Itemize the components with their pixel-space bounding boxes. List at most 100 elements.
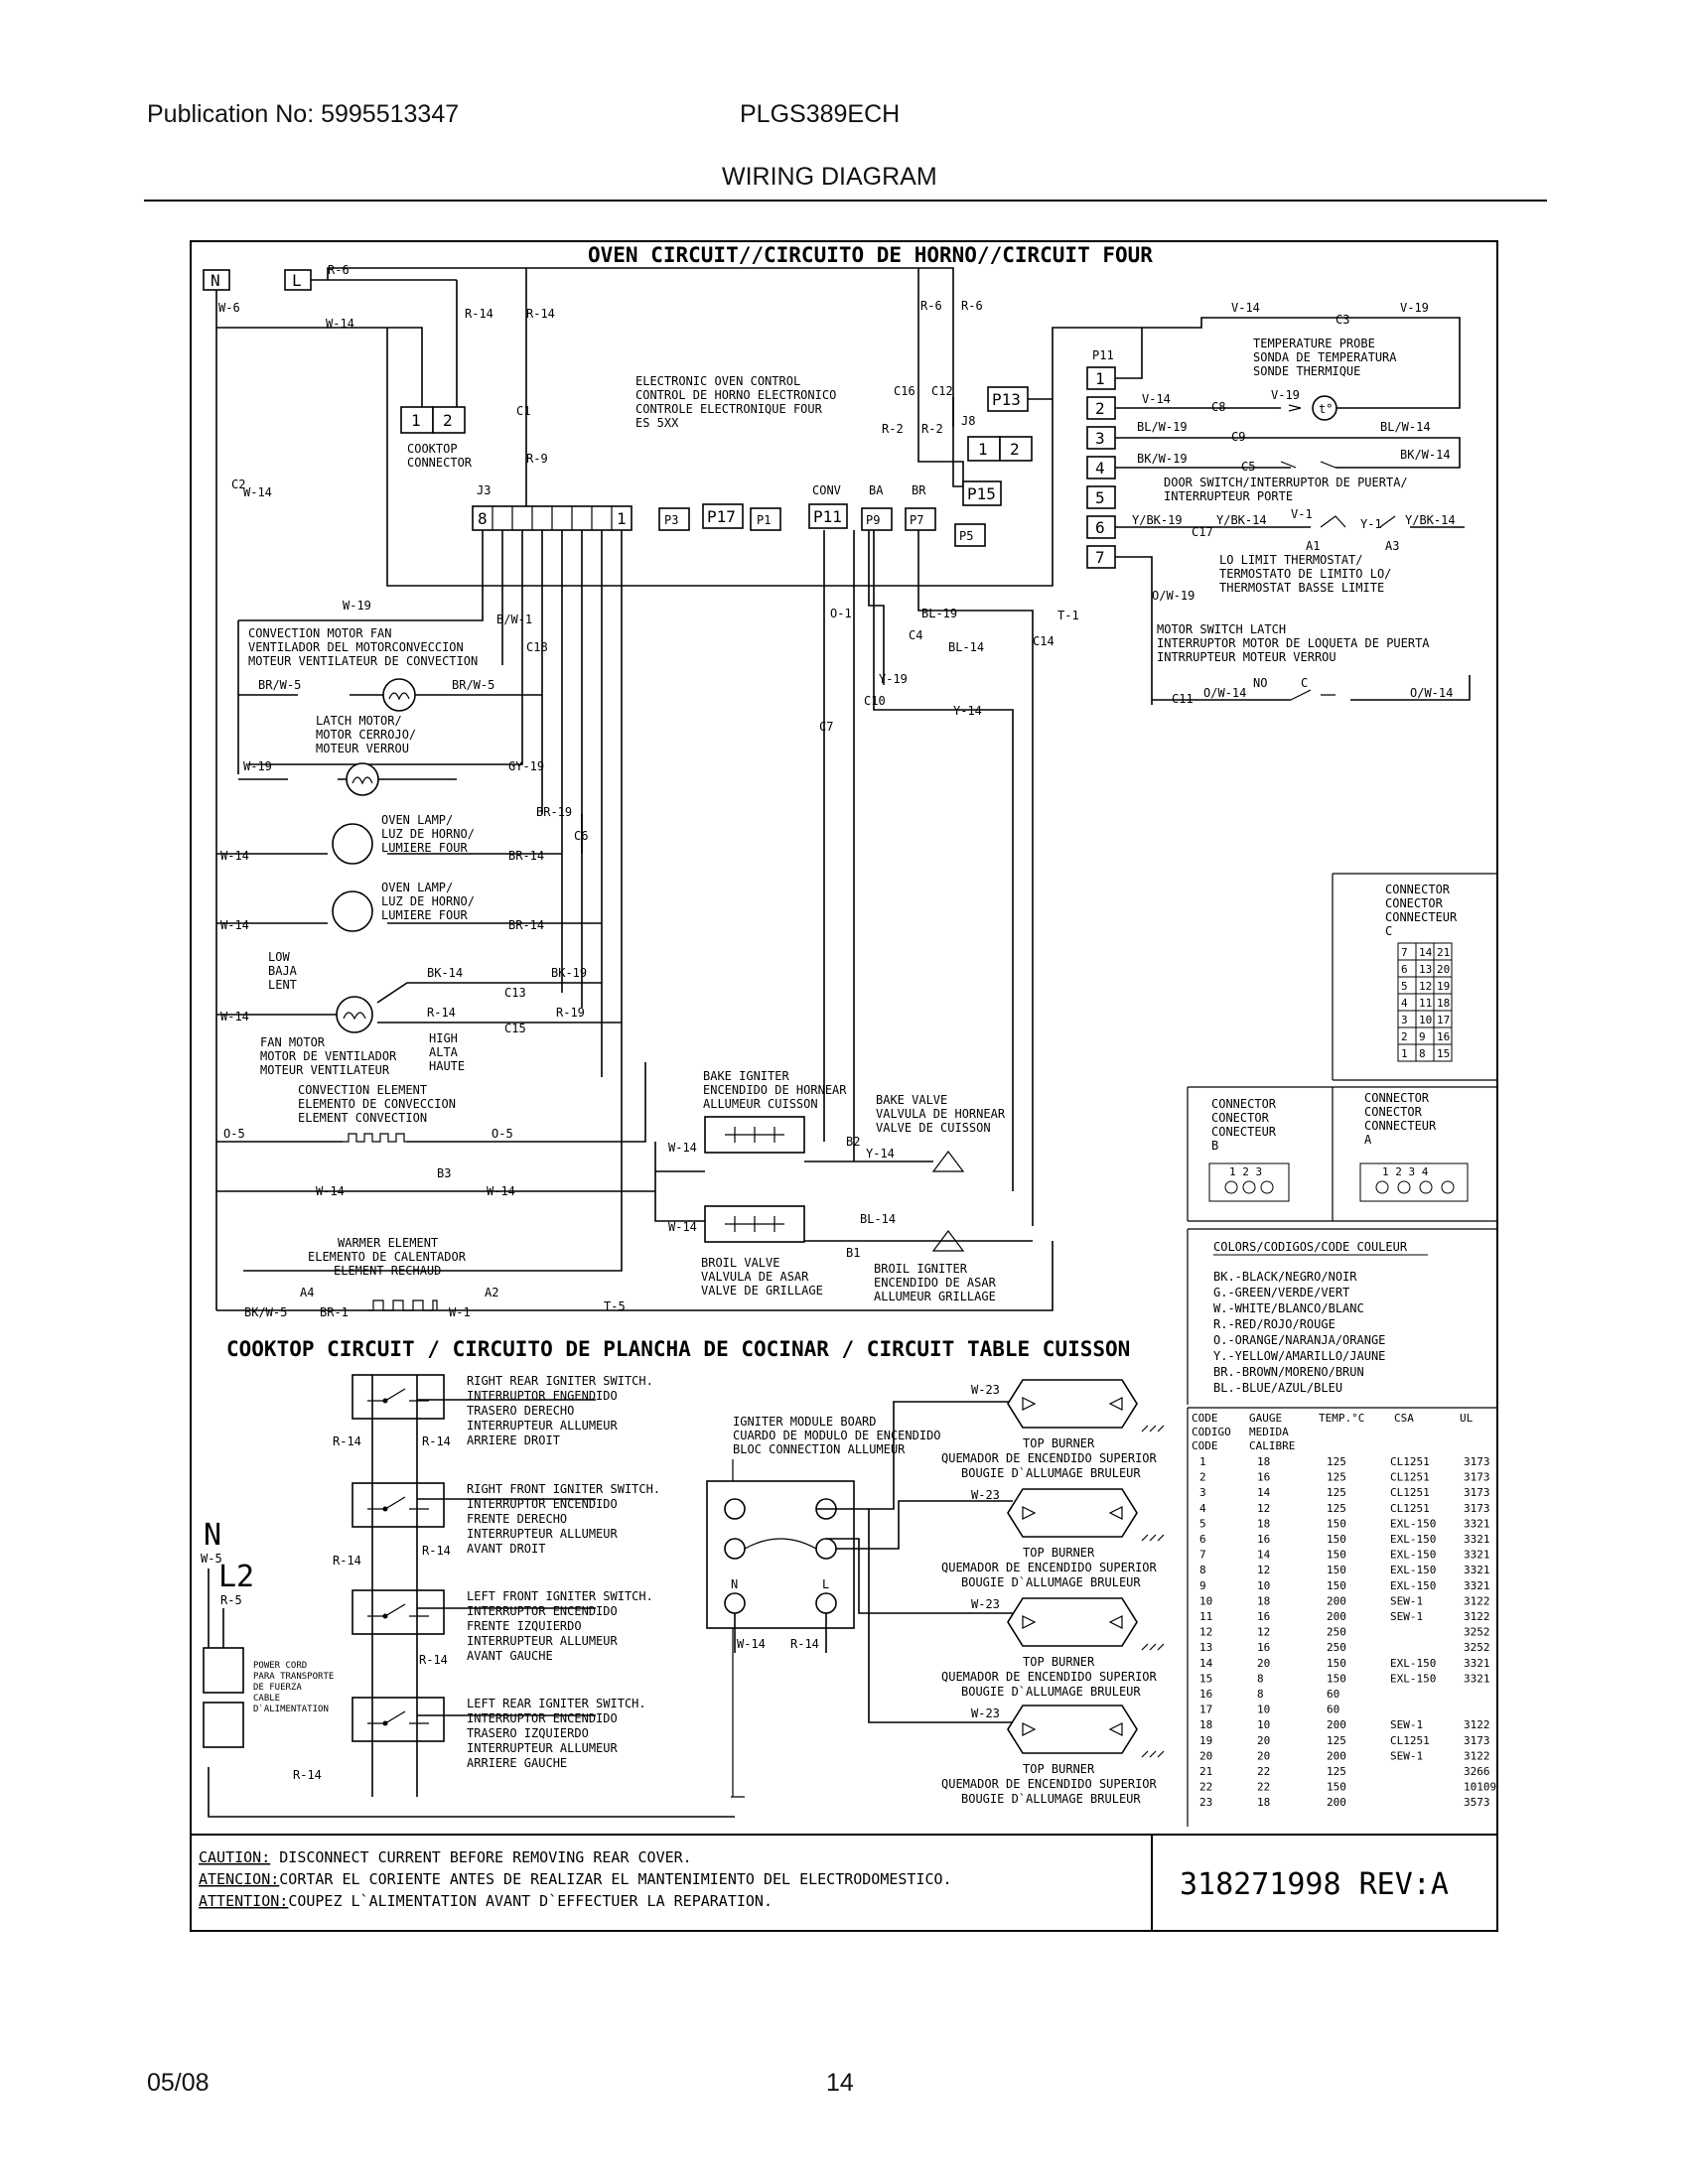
gauge-cell: 21 — [1199, 1765, 1212, 1778]
latch-motor-coil-glyph — [352, 776, 373, 785]
gauge-cell: 10 — [1257, 1704, 1270, 1716]
terminal-l-label: L — [292, 271, 302, 290]
module-l-label: L — [822, 1577, 829, 1591]
igniter-switch-label: INTERRUPTEUR ALLUMEUR — [467, 1527, 618, 1541]
gauge-cell: SEW-1 — [1390, 1718, 1423, 1731]
wire-label-c9: C9 — [1231, 430, 1245, 444]
plug-p11-label: P11 — [813, 507, 842, 526]
plug-p1 — [750, 507, 781, 531]
wire-label-o1: O-1 — [830, 607, 852, 620]
caution-line-3-text: COUPEZ L`ALIMENTATION AVANT D`EFFECTUER … — [288, 1892, 773, 1910]
wire-label-ybk14-a: Y/BK-14 — [1216, 513, 1267, 527]
gauge-cell: 200 — [1327, 1796, 1346, 1809]
line-bus-wires — [311, 267, 968, 516]
wire-label-c: C — [1301, 676, 1308, 690]
plug-p15 — [962, 480, 1002, 506]
gauge-cell: 12 — [1257, 1626, 1270, 1639]
wire-label-c3: C3 — [1336, 313, 1349, 327]
plug-p3 — [658, 507, 690, 531]
wire-label-c1: C1 — [516, 404, 530, 418]
eoc-label-3: CONTROLE ELECTRONIQUE FOUR — [635, 402, 823, 416]
ba-label: BA — [869, 483, 884, 497]
br-label: BR — [912, 483, 926, 497]
publication-number: Publication No: 5995513347 — [147, 100, 459, 128]
cooktop-connector-pin2 — [432, 406, 466, 434]
connector-a-pin-labels: 1 2 3 4 — [1382, 1165, 1429, 1178]
gauge-header-csa: CSA — [1394, 1412, 1414, 1425]
wire-label-w19-b: W-19 — [243, 759, 272, 773]
model-number: PLGS389ECH — [740, 100, 900, 128]
broil-valve-label-2: VALVULA DE ASAR — [701, 1270, 809, 1284]
lo-limit-label-2: TERMOSTATO DE LIMITO LO/ — [1219, 567, 1391, 581]
oven-lamp-2-label-3: LUMIERE FOUR — [381, 908, 468, 922]
connector-a-pin3 — [1419, 1180, 1433, 1194]
plug-p9-label: P9 — [866, 513, 880, 527]
burner-electrode-icon — [1022, 1722, 1123, 1736]
gauge-cell: 3266 — [1464, 1765, 1490, 1778]
gauge-cell: 125 — [1327, 1734, 1346, 1747]
bake-valve-label-1: BAKE VALVE — [876, 1093, 947, 1107]
conv-element-label-1: CONVECTION ELEMENT — [298, 1083, 427, 1097]
wire-label-w14-lamp1: W-14 — [220, 849, 249, 863]
module-terminal-l — [815, 1592, 837, 1614]
power-cord-label: CABLE — [253, 1694, 280, 1704]
connector-a-pin2 — [1397, 1180, 1411, 1194]
gauge-cell: 3122 — [1464, 1594, 1490, 1607]
conv-element-label-3: ELEMENT CONVECTION — [298, 1111, 427, 1125]
wire-label-o5-b: O-5 — [492, 1127, 513, 1141]
gauge-cell: 250 — [1327, 1641, 1346, 1654]
gauge-cell: 20 — [1257, 1657, 1270, 1670]
eoc-label-2: CONTROL DE HORNO ELECTRONICO — [635, 388, 836, 402]
wire-label-y14-bake: Y-14 — [866, 1147, 895, 1160]
caution-line-1-lead: CAUTION: — [199, 1848, 270, 1866]
wire-label-r6-c: R-6 — [961, 299, 983, 313]
switch-pivot-icon — [382, 1398, 388, 1404]
color-code-item: O.-ORANGE/NARANJA/ORANGE — [1213, 1333, 1385, 1347]
fan-motor-icon — [336, 996, 373, 1033]
wire-label-c17: C17 — [1192, 525, 1213, 539]
connector-c-pin: 8 — [1419, 1047, 1426, 1060]
gauge-cell: 22 — [1257, 1781, 1270, 1794]
broil-igniter-label-3: ALLUMEUR GRILLAGE — [874, 1290, 996, 1303]
igniter-module-label-2: CUARDO DE MODULO DE ENCENDIDO — [733, 1429, 941, 1442]
gauge-cell: SEW-1 — [1390, 1749, 1423, 1762]
wire-label-w1: W-1 — [449, 1305, 471, 1319]
p11-connector — [1086, 366, 1116, 569]
cooktop-circuit: COOKTOP CIRCUIT / CIRCUITO DE PLANCHA DE… — [201, 1337, 1165, 1818]
gauge-cell: 150 — [1327, 1549, 1346, 1562]
wire-label-ow14-b: O/W-14 — [1410, 686, 1453, 700]
igniter-switch-label: LEFT FRONT IGNITER SWITCH. — [467, 1589, 653, 1603]
gauge-cell: 6 — [1199, 1533, 1206, 1546]
wire-label-c10: C10 — [864, 694, 886, 708]
cooktop-circuit-title: COOKTOP CIRCUIT / CIRCUITO DE PLANCHA DE… — [226, 1337, 1130, 1361]
connector-c-pin: 13 — [1419, 963, 1432, 976]
gauge-cell: EXL-150 — [1390, 1549, 1436, 1562]
top-burner-label: BOUGIE D`ALLUMAGE BRULEUR — [961, 1575, 1141, 1589]
wire-label-bkw5: BK/W-5 — [244, 1305, 287, 1319]
bake-valve-icon — [931, 1151, 965, 1172]
connector-c-panel-frame — [1332, 873, 1497, 1081]
gauge-cell: 3122 — [1464, 1749, 1490, 1762]
plug-p7 — [905, 507, 936, 531]
convection-fan-motor-icon — [382, 678, 416, 712]
plug-p15-label: P15 — [967, 484, 996, 503]
gauge-cell: 3173 — [1464, 1734, 1490, 1747]
p11-pin-1: 1 — [1095, 369, 1105, 388]
bake-valve-label-2: VALVULA DE HORNEAR — [876, 1107, 1006, 1121]
fan-low-label-2: BAJA — [268, 964, 298, 978]
top-burner-icon — [1007, 1705, 1138, 1754]
connector-c-label-4: C — [1385, 924, 1392, 938]
j3-load-wires — [238, 530, 623, 1272]
gauge-cell: EXL-150 — [1390, 1579, 1436, 1592]
gauge-cell: EXL-150 — [1390, 1517, 1436, 1530]
colors-legend: COLORS/CODIGOS/CODE COULEUR BK.-BLACK/NE… — [1187, 1228, 1497, 1405]
connector-a-label-4: A — [1364, 1133, 1372, 1147]
gauge-cell: 3173 — [1464, 1471, 1490, 1484]
gauge-cell: 5 — [1199, 1517, 1206, 1530]
igniter-module-label-1: IGNITER MODULE BOARD — [733, 1415, 877, 1429]
wire-label-v19-b: V-19 — [1271, 388, 1300, 402]
probe-t-glyph: t° — [1319, 402, 1333, 416]
connector-b-pin-labels: 1 2 3 — [1229, 1165, 1262, 1178]
igniter-switch-label: FRENTE IZQUIERDO — [467, 1619, 582, 1633]
